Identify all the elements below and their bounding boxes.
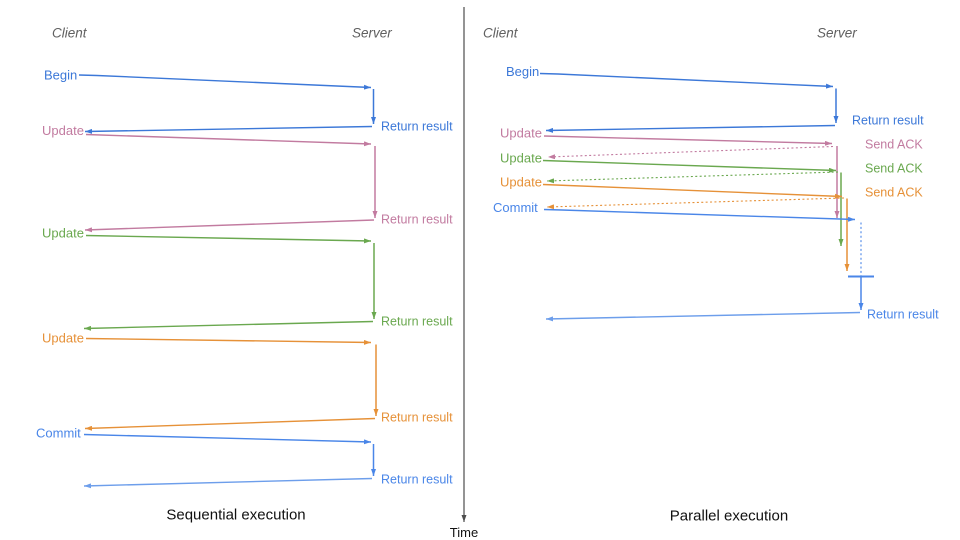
seq-row-update-3: Update Return result — [42, 331, 453, 431]
seq-server-header: Server — [352, 26, 392, 41]
seq-begin-response-label: Return result — [381, 120, 453, 134]
seq-update1-label: Update — [42, 123, 84, 138]
par-update2-label: Update — [500, 151, 542, 166]
par-update1-ack-dotted-arrow — [547, 145, 834, 160]
seq-update1-response-label: Return result — [381, 213, 453, 227]
seq-update1-response-arrow — [84, 219, 375, 233]
seq-title: Sequential execution — [166, 507, 305, 524]
par-update2-ack-label: Send ACK — [865, 162, 923, 176]
par-row-update-3: Update Send ACK — [500, 175, 923, 271]
par-update2-ack-dotted-arrow — [546, 171, 839, 184]
seq-begin-request-arrow — [78, 74, 372, 90]
seq-update2-response-label: Return result — [381, 315, 453, 329]
par-update1-label: Update — [500, 126, 542, 141]
seq-commit-request-arrow — [83, 433, 372, 445]
seq-update2-request-arrow — [85, 234, 372, 244]
par-update3-ack-dotted-arrow — [546, 197, 845, 210]
par-begin-label: Begin — [506, 64, 539, 79]
par-update1-ack-label: Send ACK — [865, 138, 923, 152]
par-commit-request-arrow — [543, 208, 856, 222]
seq-client-header: Client — [52, 26, 88, 41]
seq-row-commit: Commit Return result — [36, 426, 453, 489]
seq-update2-response-arrow — [83, 320, 374, 331]
par-begin-request-arrow — [539, 72, 834, 89]
seq-update3-request-arrow — [85, 337, 372, 345]
seq-commit-label: Commit — [36, 426, 81, 441]
par-update3-label: Update — [500, 175, 542, 190]
par-update3-request-arrow — [542, 183, 843, 199]
seq-begin-label: Begin — [44, 68, 77, 83]
time-axis: Time — [450, 7, 478, 540]
seq-commit-response-arrow — [83, 477, 373, 489]
par-row-update-2: Update Send ACK — [500, 151, 923, 246]
seq-row-update-2: Update Return result — [42, 226, 453, 331]
par-begin-response-arrow — [545, 124, 836, 133]
par-commit-label: Commit — [493, 200, 538, 215]
par-update3-ack-label: Send ACK — [865, 186, 923, 200]
parallel-diagram: Client Server Begin Return result Update… — [483, 26, 939, 525]
seq-commit-response-label: Return result — [381, 473, 453, 487]
par-server-header: Server — [817, 26, 857, 41]
seq-update2-label: Update — [42, 226, 84, 241]
par-title: Parallel execution — [670, 508, 788, 525]
seq-update1-request-arrow — [85, 133, 372, 147]
seq-begin-response-arrow — [84, 125, 373, 134]
seq-update3-label: Update — [42, 331, 84, 346]
par-update2-request-arrow — [542, 159, 837, 173]
seq-update3-response-label: Return result — [381, 411, 453, 425]
par-update1-request-arrow — [543, 135, 833, 146]
par-client-header: Client — [483, 26, 519, 41]
sequential-diagram: Client Server Begin Return result Update… — [36, 26, 453, 524]
seq-update3-response-arrow — [84, 417, 376, 431]
par-row-begin: Begin Return result — [506, 64, 924, 133]
par-begin-response-label: Return result — [852, 114, 924, 128]
par-row-update-1: Update Send ACK — [500, 126, 923, 218]
seq-row-update-1: Update Return result — [42, 123, 453, 233]
time-axis-label: Time — [450, 525, 478, 540]
par-row-commit: Commit Return result — [493, 200, 939, 322]
par-commit-response-label: Return result — [867, 308, 939, 322]
seq-row-begin: Begin Return result — [44, 68, 453, 134]
par-commit-response-arrow — [545, 311, 861, 322]
